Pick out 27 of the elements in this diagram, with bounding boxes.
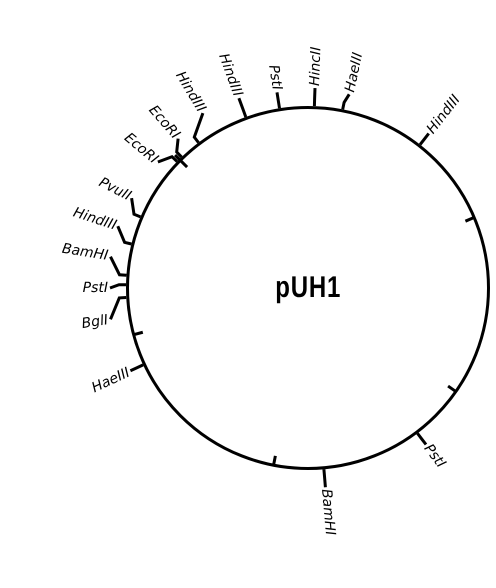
leader-line: [116, 226, 132, 246]
leader-line: [109, 296, 126, 320]
restriction-site-label: PstI: [82, 280, 108, 296]
leader-line: [312, 88, 316, 106]
leader-line: [130, 198, 142, 218]
restriction-site-label: PvuII: [96, 174, 134, 205]
leader-line: [109, 256, 127, 277]
leader-line: [130, 364, 144, 372]
restriction-site-label: HincII: [306, 46, 325, 86]
leader-line: [418, 132, 430, 146]
leader-line: [238, 98, 248, 118]
leader-line: [109, 283, 126, 290]
leader-line: [276, 92, 281, 108]
leader-line: [192, 112, 204, 144]
restriction-site-label: BamHI: [317, 488, 338, 536]
leader-line: [322, 469, 327, 488]
restriction-site-label: BglI: [80, 311, 110, 332]
leader-line: [416, 432, 428, 446]
restriction-site-label: HaeIII: [341, 51, 366, 94]
restriction-site-label: PstI: [420, 441, 450, 472]
restriction-site-label: BamHI: [61, 240, 110, 265]
leader-line: [175, 138, 183, 158]
restriction-site-label: HindIII: [70, 204, 118, 234]
plasmid-name: pUH1: [275, 271, 341, 305]
leader-line: [157, 154, 178, 164]
leader-line: [341, 94, 350, 110]
restriction-site-label: PstI: [264, 64, 285, 92]
